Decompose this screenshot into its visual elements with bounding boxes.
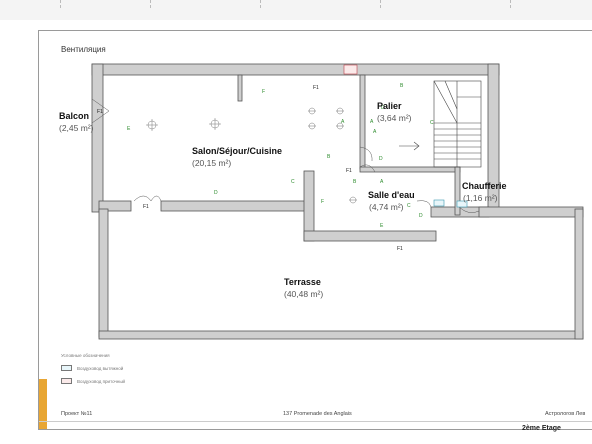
wall-chauff-left	[454, 166, 461, 216]
wall-terrace-right	[574, 208, 584, 340]
room-area-terrasse: (40,48 m²)	[284, 289, 323, 299]
tag-a: A	[380, 179, 384, 185]
room-name-balcon: Balcon	[59, 111, 89, 121]
wall-mid-left	[98, 200, 132, 212]
tag-c: C	[291, 179, 295, 185]
stair-winder	[433, 80, 458, 124]
dash-mark	[380, 0, 382, 8]
tag-a: A	[373, 129, 377, 135]
room-name-salle: Salle d'eau	[368, 190, 415, 200]
top-bar	[0, 0, 592, 20]
wall-terrace-bottom	[98, 330, 584, 340]
door-chaufferie	[458, 206, 480, 214]
room-area-salon: (20,15 m²)	[192, 158, 231, 168]
exhaust-swatch-icon	[61, 365, 72, 371]
tag-f1: F1	[97, 109, 103, 115]
room-name-chaufferie: Chaufferie	[462, 181, 507, 191]
tag-f: F	[262, 89, 265, 95]
tag-d: D	[214, 190, 218, 196]
project-number: Проект №11	[61, 411, 93, 417]
door-bath-inner	[416, 200, 432, 208]
wall-left-upper	[91, 63, 104, 213]
wall-right-step	[478, 206, 584, 218]
project-address: 137 Promenade des Anglais	[283, 411, 352, 417]
tag-b: B	[400, 83, 404, 89]
legend-exhaust-label: Воздуховод вытяжной	[77, 365, 124, 371]
wall-stub	[237, 74, 243, 102]
electrical-tags: F1 F1 F1 F1 F1 E F A B C D B A A C D B A…	[97, 83, 434, 252]
wall-terrace-left	[98, 208, 109, 338]
tag-b: B	[353, 179, 357, 185]
tag-b: B	[327, 154, 331, 160]
dash-mark	[60, 0, 62, 8]
wall-right-upper	[487, 63, 500, 215]
exhaust-grille	[433, 199, 445, 207]
legend-supply-label: Воздуховод приточный	[77, 378, 126, 384]
wall-palier-left	[359, 74, 366, 170]
sheet-title: Вентиляция	[61, 45, 106, 54]
stair-winder	[444, 80, 458, 110]
stair-frame	[433, 80, 482, 168]
tag-f1: F1	[313, 85, 319, 91]
tag-c: C	[407, 203, 411, 209]
drawing-sheet: Вентиляция	[38, 30, 592, 430]
title-block-divider	[39, 421, 592, 422]
exhaust-grille	[456, 200, 468, 208]
door-bathroom	[359, 164, 376, 173]
dash-mark	[510, 0, 512, 8]
door-salon-palier	[359, 146, 373, 162]
tag-f1: F1	[143, 204, 149, 210]
supply-grille	[343, 64, 358, 75]
tag-f1: F1	[346, 168, 352, 174]
wall-bath-bottom	[303, 230, 437, 242]
room-area-salle: (4,74 m²)	[369, 202, 404, 212]
tag-c: C	[430, 120, 434, 126]
tag-d: D	[419, 213, 423, 219]
stair-arrowhead	[413, 141, 420, 151]
floor-label: 2ème Etage	[522, 425, 561, 432]
room-name-terrasse: Terrasse	[284, 277, 321, 287]
ceiling-lights	[146, 107, 357, 204]
supply-swatch-icon	[61, 378, 72, 384]
room-area-chaufferie: (1,16 m²)	[463, 193, 498, 203]
tag-d: D	[381, 105, 385, 111]
designer-name: Астрологов Лев	[545, 411, 586, 417]
wall-top	[91, 63, 500, 76]
tag-a: A	[341, 119, 345, 125]
walls	[91, 63, 584, 340]
door-balcon	[91, 98, 110, 124]
floor-plan: F1 F1 F1 F1 F1 E F A B C D B A A C D B A…	[59, 63, 584, 340]
wall-mid-center	[160, 200, 312, 212]
vent-grilles	[343, 64, 468, 208]
tag-e: E	[127, 126, 131, 132]
wall-bath-top	[359, 166, 461, 173]
tag-f1: F1	[397, 246, 403, 252]
wall-bath-left	[303, 170, 315, 242]
room-labels: Balcon (2,45 m²) Salon/Séjour/Cuisine (2…	[59, 101, 507, 299]
room-area-balcon: (2,45 m²)	[59, 123, 94, 133]
room-area-palier: (3,64 m²)	[377, 113, 412, 123]
tag-d: D	[379, 156, 383, 162]
legend: Условные обозначения Воздуховод вытяжной…	[61, 353, 125, 384]
room-name-salon: Salon/Séjour/Cuisine	[192, 146, 282, 156]
tag-a: A	[370, 119, 374, 125]
staircase	[399, 80, 482, 168]
dash-mark	[150, 0, 152, 8]
title-block-strip	[39, 379, 47, 429]
legend-title: Условные обозначения	[61, 353, 110, 358]
tag-f: F	[321, 199, 324, 205]
legend-row-exhaust: Воздуховод вытяжной	[61, 365, 125, 371]
room-name-palier: Palier	[377, 101, 402, 111]
door-terrace	[133, 195, 162, 202]
tag-e: E	[380, 223, 384, 229]
doors	[91, 98, 480, 214]
dash-mark	[260, 0, 262, 8]
legend-row-supply: Воздуховод приточный	[61, 378, 125, 384]
